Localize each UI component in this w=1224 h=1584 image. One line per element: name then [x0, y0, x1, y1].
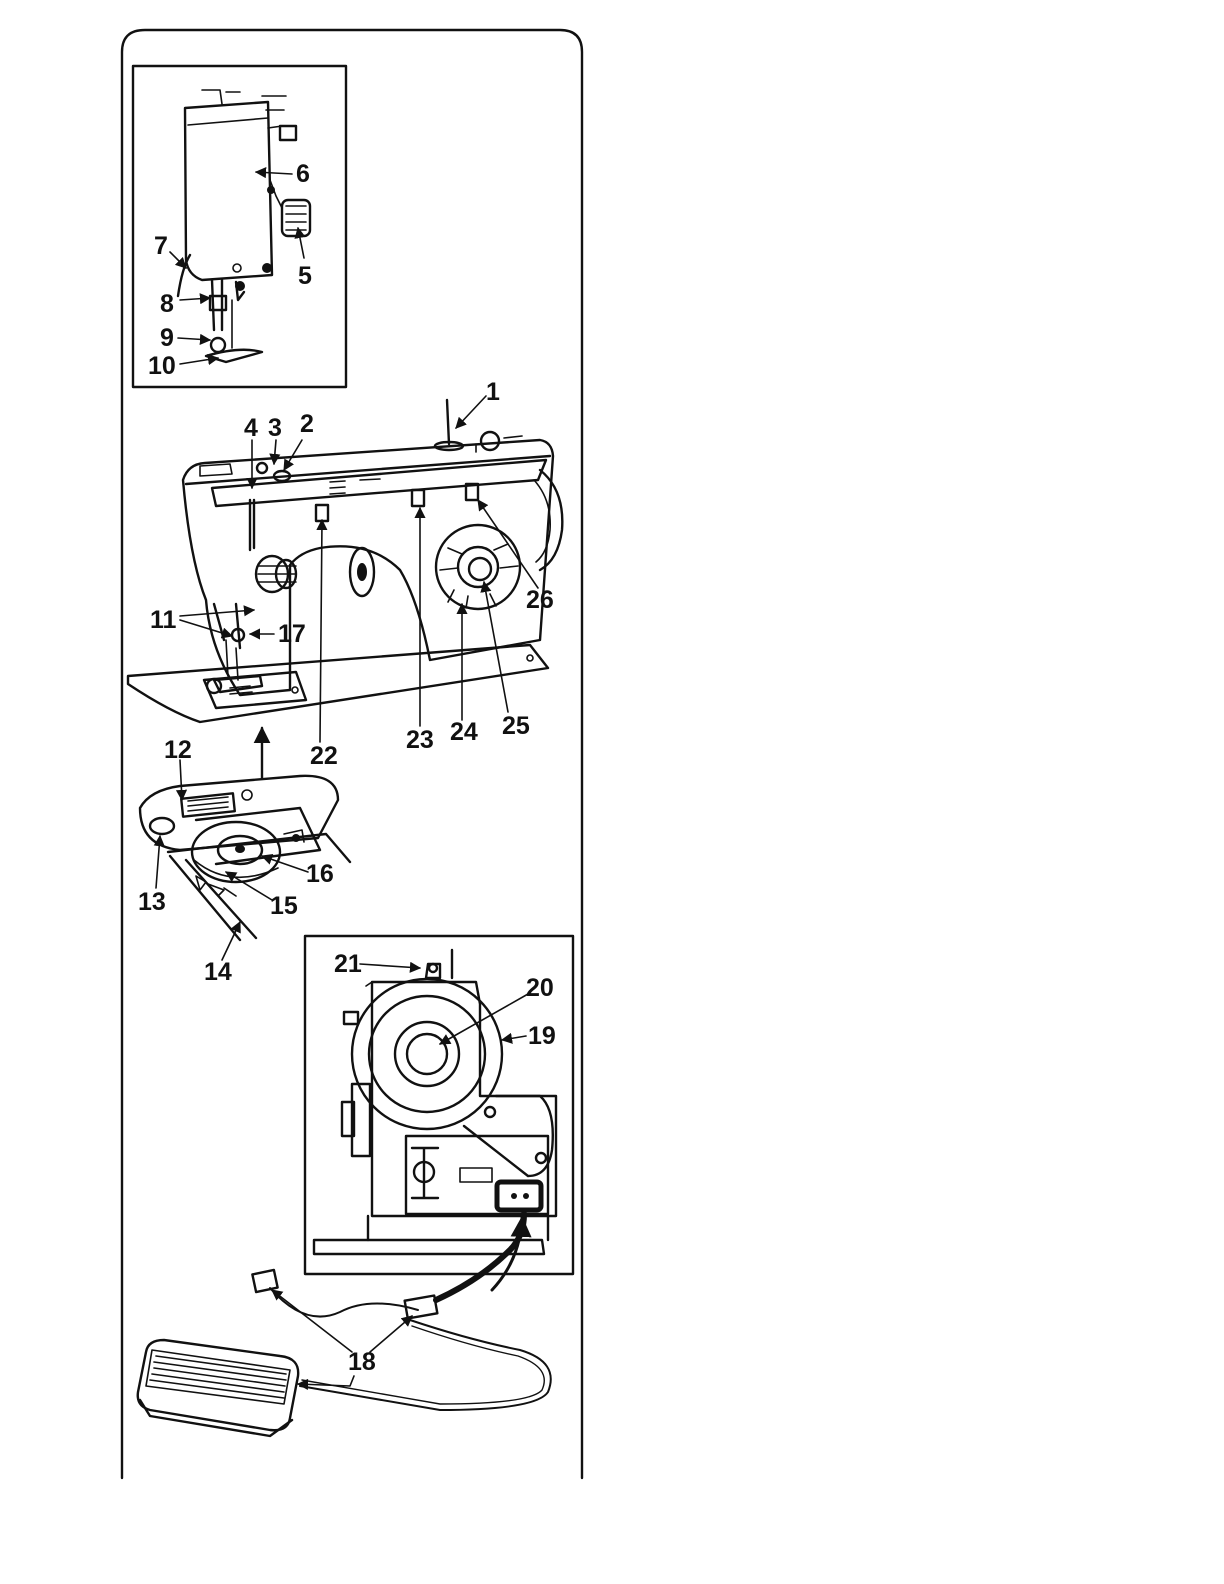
- label-24: 24: [450, 718, 478, 746]
- label-1: 1: [486, 378, 500, 406]
- label-12: 12: [164, 736, 192, 764]
- label-21: 21: [334, 950, 362, 978]
- label-22: 22: [310, 742, 338, 770]
- label-20: 20: [526, 974, 554, 1002]
- main-machine: [128, 400, 562, 722]
- label-17: 17: [278, 620, 306, 648]
- label-7: 7: [154, 232, 168, 260]
- label-14: 14: [204, 958, 232, 986]
- label-23: 23: [406, 726, 434, 754]
- label-18: 18: [348, 1348, 376, 1376]
- label-5: 5: [298, 262, 312, 290]
- bobbin-area: [140, 776, 350, 940]
- label-26: 26: [526, 586, 554, 614]
- label-9: 9: [160, 324, 174, 352]
- label-6: 6: [296, 160, 310, 188]
- label-8: 8: [160, 290, 174, 318]
- power-socket: [497, 1182, 541, 1210]
- label-19: 19: [528, 1022, 556, 1050]
- label-4: 4: [244, 414, 258, 442]
- label-3: 3: [268, 414, 282, 442]
- label-16: 16: [306, 860, 334, 888]
- foot-control: [138, 1214, 551, 1436]
- bed-plate: [128, 645, 548, 722]
- label-11: 11: [150, 606, 177, 634]
- label-10: 10: [148, 352, 176, 380]
- label-2: 2: [300, 410, 314, 438]
- label-25: 25: [502, 712, 530, 740]
- label-13: 13: [138, 888, 166, 916]
- label-15: 15: [270, 892, 298, 920]
